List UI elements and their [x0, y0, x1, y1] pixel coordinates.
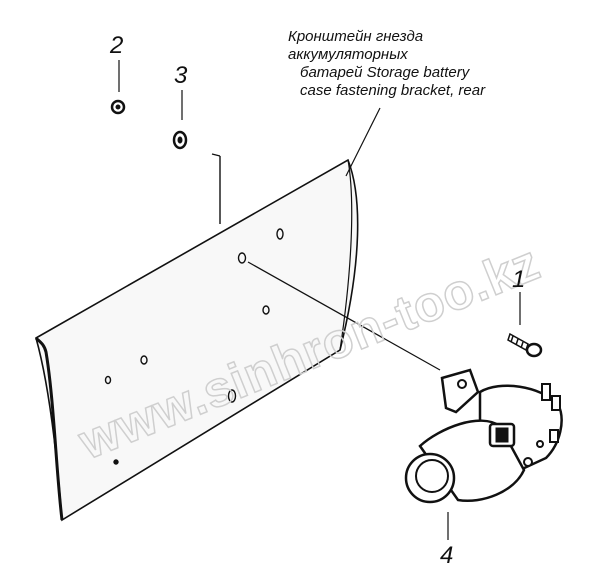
callout-3: 3 [174, 62, 188, 89]
plate-hole [276, 228, 284, 240]
plate-hole [227, 389, 237, 403]
callout-4: 4 [440, 542, 454, 569]
nut-part-2 [110, 99, 126, 115]
plate-hole [237, 252, 247, 264]
plate-hole [113, 459, 119, 465]
caption-line-2: аккумуляторных [288, 46, 408, 63]
caption-line-1: Кронштейн гнезда [288, 28, 424, 45]
part-caption: Кронштейн гнезда аккумуляторных батарей … [288, 28, 588, 100]
leader-lines [118, 60, 521, 540]
callout-2: 2 [110, 32, 124, 59]
plate-hole [104, 375, 112, 385]
plate-hole [140, 355, 148, 365]
bracket-plate [34, 153, 359, 522]
bolt-part-1 [507, 332, 543, 358]
plate-holes [104, 228, 284, 465]
caption-line-3: батарей Storage battery [300, 64, 470, 81]
caption-line-4: case fastening bracket, rear [300, 82, 486, 99]
relay-part-4 [404, 368, 563, 504]
callout-1: 1 [512, 266, 526, 293]
washer-part-3 [172, 130, 188, 150]
plate-hole [262, 305, 270, 315]
